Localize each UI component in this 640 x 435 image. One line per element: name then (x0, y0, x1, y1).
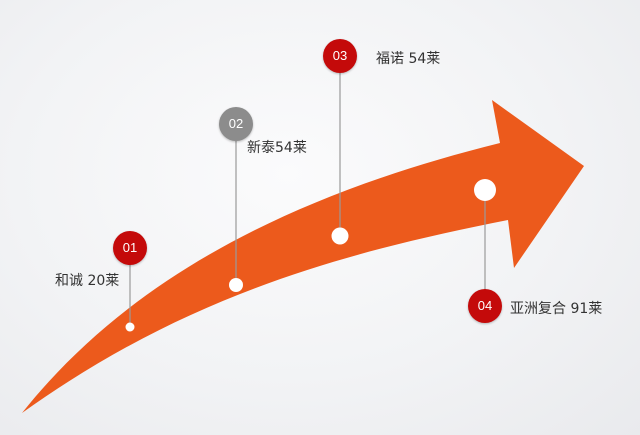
milestone-04-badge: 04 (468, 289, 502, 323)
milestone-03-badge: 03 (323, 39, 357, 73)
milestone-02-label: 新泰54莱 (247, 140, 307, 156)
milestone-01-badge: 01 (113, 231, 147, 265)
milestone-01-dot (125, 322, 135, 332)
milestone-02-badge: 02 (219, 107, 253, 141)
growth-arrow (22, 100, 584, 413)
milestone-04-label: 亚洲复合 91莱 (510, 301, 603, 317)
milestone-02-dot (229, 278, 243, 292)
milestone-01-label: 和诚 20莱 (55, 273, 120, 289)
milestone-04-dot (474, 179, 496, 201)
milestone-03-dot (331, 227, 349, 245)
milestone-03-label: 福诺 54莱 (376, 51, 441, 67)
